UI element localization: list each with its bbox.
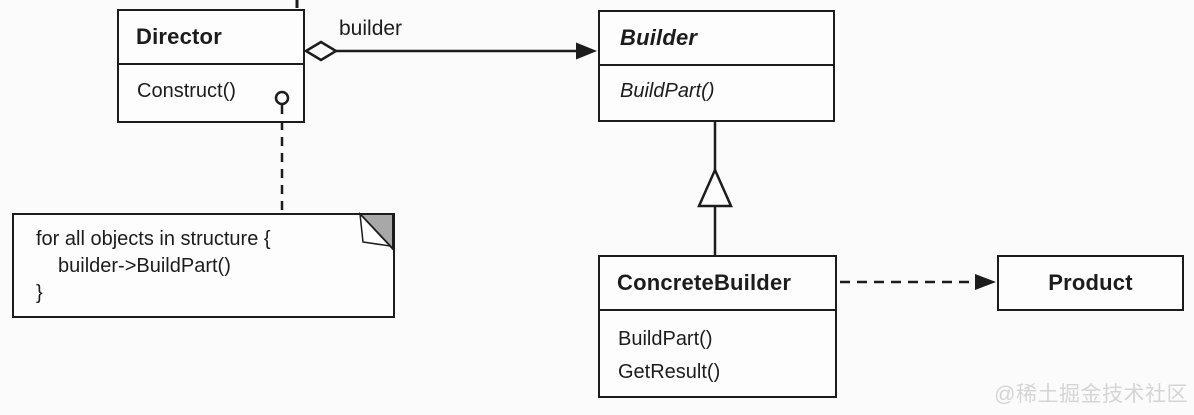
dependency-arrowhead-icon (975, 274, 996, 290)
class-box-concrete-builder: ConcreteBuilder BuildPart() GetResult() (598, 255, 837, 398)
concrete-builder-methods: BuildPart() GetResult() (600, 311, 835, 389)
class-box-builder: Builder BuildPart() (598, 10, 835, 122)
class-box-product: Product (997, 255, 1184, 311)
aggregation-label: builder (339, 17, 403, 40)
note-line-1: for all objects in structure { (36, 228, 271, 250)
note-line-3: } (36, 282, 43, 304)
watermark-text: @稀土掘金技术社区 (994, 383, 1188, 406)
aggregation-arrowhead-icon (576, 42, 597, 60)
generalization-connector (697, 122, 733, 256)
aggregation-connector (303, 40, 597, 62)
builder-methods: BuildPart() (600, 66, 833, 103)
method-buildpart-abstract: BuildPart() (620, 80, 715, 102)
method-construct: Construct() (137, 80, 236, 102)
aggregation-diamond-icon (303, 40, 339, 62)
class-name-builder: Builder (600, 12, 833, 66)
note-line-2: builder->BuildPart() (58, 255, 231, 277)
class-box-director: Director Construct() (117, 9, 305, 123)
director-methods: Construct() (119, 65, 303, 103)
class-name-concrete-builder: ConcreteBuilder (600, 257, 835, 311)
dependency-connector (840, 274, 996, 290)
class-name-director: Director (119, 11, 303, 65)
class-name-product: Product (1048, 270, 1133, 295)
method-getresult: GetResult() (618, 361, 721, 383)
inheritance-triangle-icon (697, 166, 733, 208)
uml-note: for all objects in structure { builder->… (12, 213, 395, 318)
method-buildpart: BuildPart() (618, 328, 713, 350)
